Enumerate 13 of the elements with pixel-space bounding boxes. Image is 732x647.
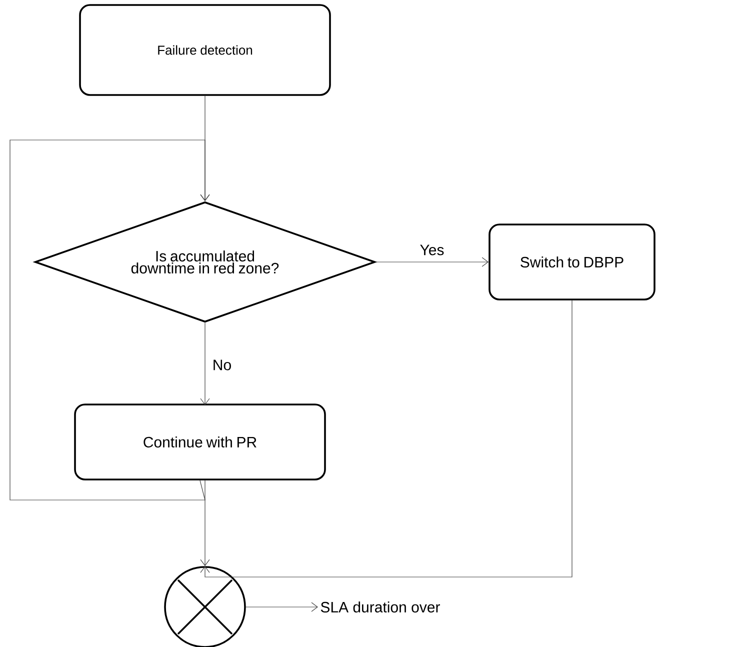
arrow bbox=[200, 300, 572, 578]
arrow bbox=[10, 140, 210, 500]
arrow bbox=[246, 602, 318, 612]
end-label: SLA duration over bbox=[320, 601, 440, 612]
process-box: Failure detection bbox=[79, 4, 331, 96]
arrow bbox=[200, 322, 210, 405]
edge-label: No bbox=[214, 360, 231, 370]
process-box: Switch to DBPP bbox=[488, 224, 656, 300]
arrow bbox=[376, 257, 489, 267]
edge-label: Yes bbox=[420, 244, 444, 256]
crossed-circle bbox=[164, 566, 246, 647]
arrow bbox=[200, 480, 210, 566]
process-box: Continue with PR bbox=[74, 404, 326, 480]
